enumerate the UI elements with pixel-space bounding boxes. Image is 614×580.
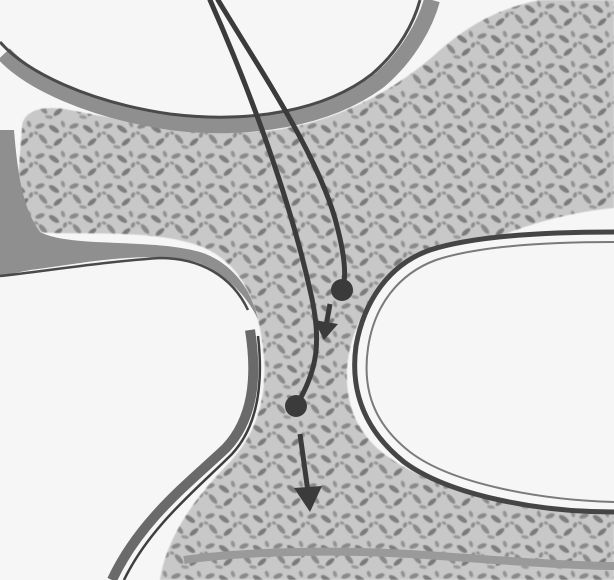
needle-tip-marker-shallow (331, 279, 353, 301)
needle-tip-marker-deep (285, 395, 307, 417)
